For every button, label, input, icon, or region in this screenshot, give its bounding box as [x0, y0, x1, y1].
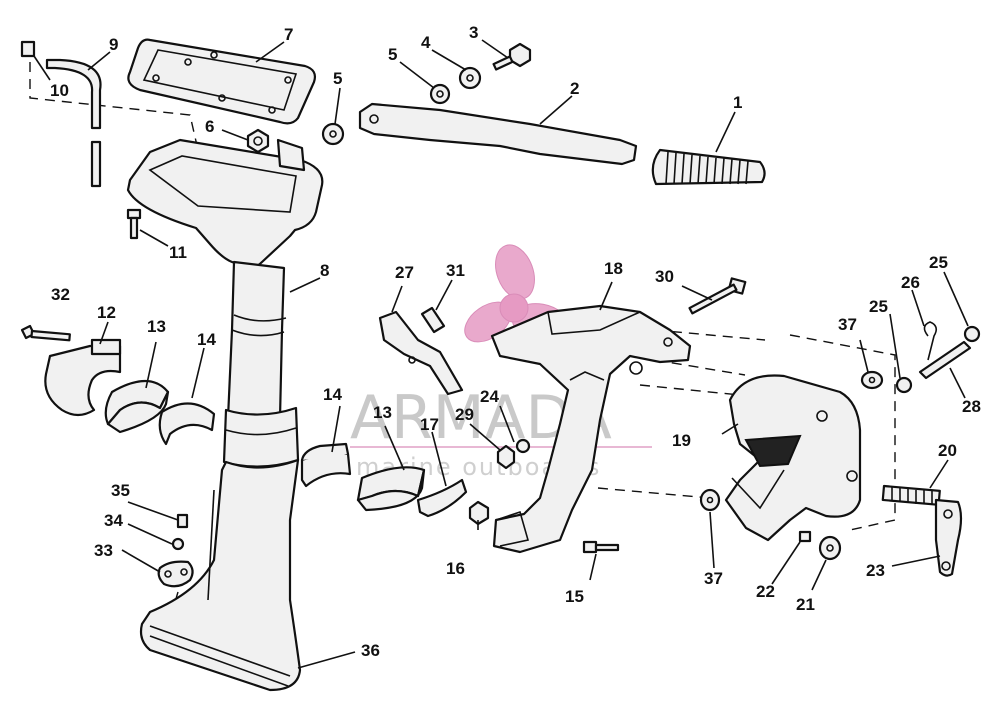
callout-7: 7	[284, 25, 293, 44]
part-37-washer	[860, 370, 884, 390]
part-11-bolt	[126, 208, 142, 240]
part-26-clip	[923, 321, 938, 361]
callout-3: 3	[469, 23, 478, 42]
part-16-nut	[468, 500, 490, 526]
part-33-plate	[157, 560, 194, 588]
part-14-liner-lower	[300, 442, 352, 488]
callout-13: 13	[147, 317, 166, 336]
callout-22: 22	[756, 582, 775, 601]
part-7-gasket	[127, 38, 317, 125]
callouts: 1 2 3 4 5 5 6 7 8 9 10 11 12 13 13 14 14…	[50, 23, 981, 660]
callout-34: 34	[104, 511, 123, 530]
part-17-liner	[416, 478, 468, 518]
callout-37: 37	[838, 315, 857, 334]
callout-32: 32	[51, 285, 70, 304]
part-32-bolt	[20, 324, 71, 342]
part-31-pin	[420, 306, 446, 334]
part-34-lockwasher	[171, 537, 185, 551]
callout-21: 21	[796, 595, 815, 614]
part-24-washer	[515, 438, 531, 454]
part-20-screw	[881, 484, 941, 506]
part-8-drive-shaft-housing	[126, 138, 324, 468]
callout-27: 27	[395, 263, 414, 282]
callout-1: 1	[733, 93, 742, 112]
callout-8: 8	[320, 261, 329, 280]
part-9-hose	[45, 58, 102, 188]
callout-24: 24	[480, 387, 499, 406]
part-13-bearing-lower	[356, 466, 426, 512]
part-27-bracket	[378, 310, 464, 396]
part-13-bearing	[104, 380, 170, 434]
callout-25b: 25	[929, 253, 948, 272]
callout-23: 23	[866, 561, 885, 580]
callout-26: 26	[901, 273, 920, 292]
callout-18: 18	[604, 259, 623, 278]
part-25-washer-upper	[963, 325, 981, 343]
callout-29: 29	[455, 405, 474, 424]
part-35-screw	[176, 513, 189, 529]
part-10-nut	[20, 40, 36, 58]
callout-30: 30	[655, 267, 674, 286]
part-36-lower-unit	[139, 458, 302, 692]
callout-15: 15	[565, 587, 584, 606]
callout-31: 31	[446, 261, 465, 280]
callout-6: 6	[205, 117, 214, 136]
part-6-nut	[246, 128, 270, 154]
callout-25: 25	[869, 297, 888, 316]
callout-5b: 5	[333, 69, 342, 88]
callout-16: 16	[446, 559, 465, 578]
callout-17: 17	[420, 415, 439, 434]
part-29-nut	[496, 444, 516, 470]
callout-37b: 37	[704, 569, 723, 588]
callout-28: 28	[962, 397, 981, 416]
callout-36: 36	[361, 641, 380, 660]
callout-19: 19	[672, 431, 691, 450]
callout-35: 35	[111, 481, 130, 500]
part-3-bolt	[492, 42, 532, 71]
part-12-clamp	[44, 338, 122, 417]
part-22-screw	[798, 530, 812, 543]
part-5-washer	[321, 122, 345, 146]
part-21-washer	[818, 535, 842, 561]
callout-14: 14	[197, 330, 216, 349]
callout-10: 10	[50, 81, 69, 100]
part-23-handle	[934, 498, 963, 577]
callout-2: 2	[570, 79, 579, 98]
leader-lines	[33, 39, 969, 669]
part-14-liner	[158, 402, 216, 446]
part-19-clamp-bracket	[724, 374, 862, 542]
callout-33: 33	[94, 541, 113, 560]
part-25-washer	[895, 376, 913, 394]
part-30-bolt	[688, 277, 747, 315]
part-2-tiller-arm	[358, 102, 638, 166]
part-28-pin	[918, 340, 972, 380]
callout-11: 11	[169, 243, 187, 262]
part-1-grip	[651, 148, 766, 186]
part-15-bolt	[582, 540, 620, 554]
part-37-washer-lower	[699, 488, 721, 512]
callout-12: 12	[97, 303, 116, 322]
callout-4: 4	[421, 33, 431, 52]
callout-9: 9	[109, 35, 118, 54]
callout-20: 20	[938, 441, 957, 460]
callout-14b: 14	[323, 385, 342, 404]
part-5-washer-upper	[429, 83, 451, 105]
part-4-washer	[458, 66, 482, 90]
callout-5: 5	[388, 45, 397, 64]
part-18-swivel-bracket	[490, 304, 692, 554]
callout-13b: 13	[373, 403, 392, 422]
